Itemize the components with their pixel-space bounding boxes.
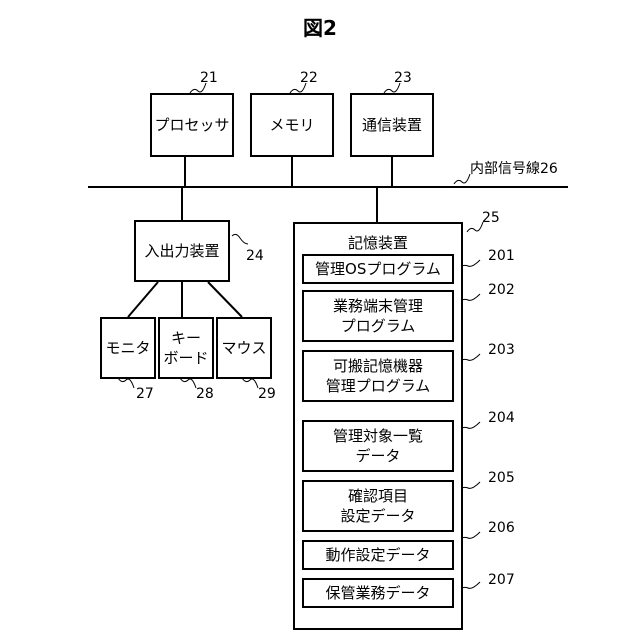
figure-title: 図2 [0, 12, 640, 41]
storage-item-management-os-program: 管理OSプログラム [302, 254, 454, 284]
storage-item-ref: 202 [488, 282, 515, 298]
processor-label: プロセッサ [154, 115, 229, 135]
monitor-label: モニタ [105, 338, 150, 358]
storage-item-label: 業務端末管理 プログラム [333, 296, 423, 337]
storage-item-ref: 205 [488, 470, 515, 486]
storage-item-label: 可搬記憶機器 管理プログラム [326, 356, 431, 397]
storage-item-label: 保管業務データ [325, 583, 430, 603]
storage-item-operation-settings-data: 動作設定データ [302, 540, 454, 570]
processor-ref: 21 [200, 70, 218, 86]
io-device-ref: 24 [246, 248, 264, 264]
keyboard-box: キー ボード [158, 317, 214, 379]
memory-box: メモリ [250, 93, 334, 157]
monitor-ref: 27 [136, 386, 154, 402]
storage-device-title: 記憶装置 [293, 232, 463, 253]
storage-item-label: 管理OSプログラム [315, 259, 441, 279]
storage-item-ref: 203 [488, 342, 515, 358]
storage-item-archive-business-data: 保管業務データ [302, 578, 454, 608]
processor-box: プロセッサ [150, 93, 234, 157]
storage-item-check-settings-data: 確認項目 設定データ [302, 480, 454, 532]
communication-device-ref: 23 [394, 70, 412, 86]
storage-item-ref: 206 [488, 520, 515, 536]
communication-device-box: 通信装置 [350, 93, 434, 157]
storage-item-ref: 204 [488, 410, 515, 426]
monitor-box: モニタ [100, 317, 156, 379]
mouse-label: マウス [221, 338, 266, 358]
storage-item-business-terminal-program: 業務端末管理 プログラム [302, 290, 454, 342]
storage-item-label: 動作設定データ [325, 545, 430, 565]
io-device-box: 入出力装置 [134, 220, 230, 282]
mouse-ref: 29 [258, 386, 276, 402]
storage-item-ref: 207 [488, 572, 515, 588]
storage-item-portable-storage-program: 可搬記憶機器 管理プログラム [302, 350, 454, 402]
storage-item-label: 確認項目 設定データ [340, 486, 415, 527]
communication-device-label: 通信装置 [362, 115, 422, 135]
mouse-box: マウス [216, 317, 272, 379]
storage-device-ref: 25 [482, 210, 500, 226]
memory-ref: 22 [300, 70, 318, 86]
keyboard-label: キー ボード [163, 328, 208, 369]
memory-label: メモリ [269, 115, 314, 135]
storage-item-ref: 201 [488, 248, 515, 264]
keyboard-ref: 28 [196, 386, 214, 402]
bus-label: 内部信号線26 [470, 158, 558, 178]
storage-item-label: 管理対象一覧 データ [333, 426, 423, 467]
storage-item-managed-list-data: 管理対象一覧 データ [302, 420, 454, 472]
io-device-label: 入出力装置 [144, 241, 219, 261]
